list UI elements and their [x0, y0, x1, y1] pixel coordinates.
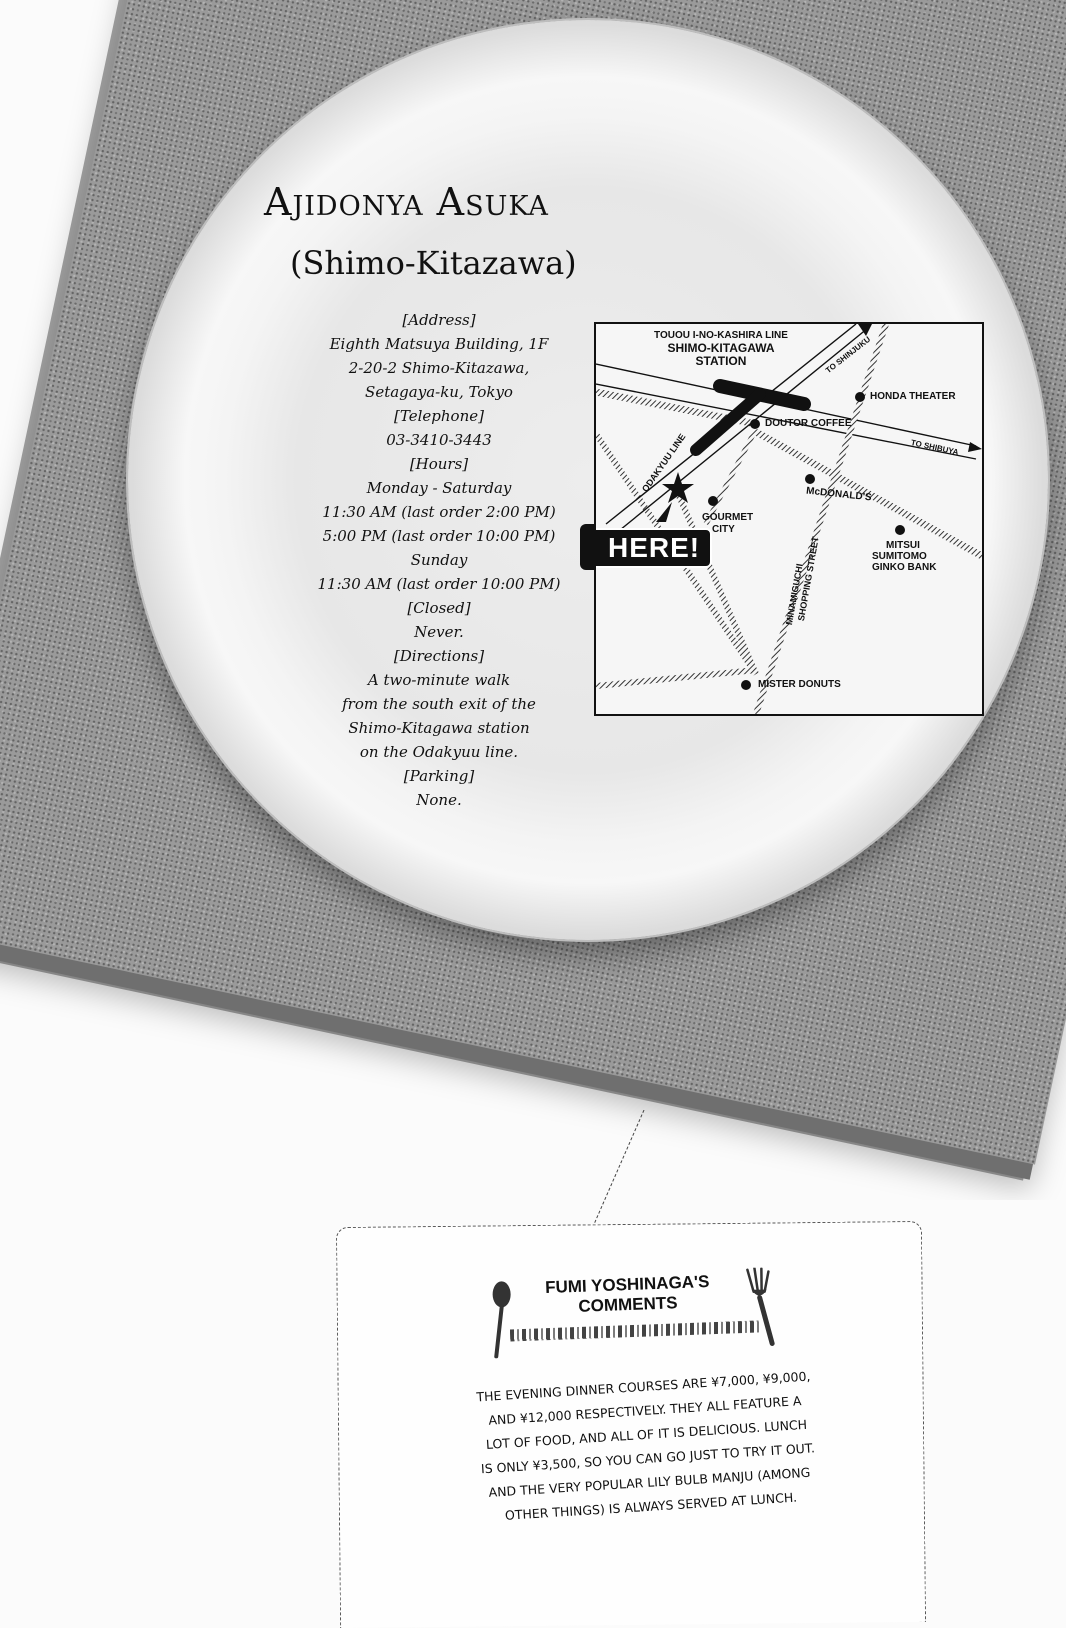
spoon-icon — [485, 1278, 516, 1358]
mitsui-label-1: MITSUI — [886, 540, 920, 551]
info-address-line: Setagaya-ku, Tokyo — [300, 380, 578, 404]
info-closed-heading: [Closed] — [300, 596, 578, 620]
info-hours-heading: [Hours] — [300, 452, 578, 476]
decorative-divider — [510, 1320, 760, 1341]
to-shibuya-arrow — [968, 442, 982, 452]
doutor-coffee-dot — [750, 419, 760, 429]
card-pointer — [560, 1110, 680, 1240]
info-parking: None. — [300, 788, 578, 812]
doutor-coffee-label: DOUTOR COFFEE — [765, 418, 851, 429]
map-station-title: TOUOU I-NO-KASHIRA LINE SHIMO-KITAGAWA S… — [636, 330, 806, 368]
mcdonalds-dot — [805, 474, 815, 484]
comments-title-line1: FUMI YOSHINAGA'S — [545, 1272, 710, 1297]
info-directions-line: Shimo-Kitagawa station — [300, 716, 578, 740]
gourmet-city-dot — [708, 496, 718, 506]
mitsui-dot — [895, 525, 905, 535]
honda-theater-label: HONDA THEATER — [870, 391, 956, 402]
comments-title: FUMI YOSHINAGA'S COMMENTS — [517, 1271, 738, 1319]
map-road — [706, 429, 756, 524]
map-road — [596, 670, 756, 686]
info-hours-line: 5:00 PM (last order 10:00 PM) — [300, 524, 578, 548]
info-hours-line: 11:30 AM (last order 2:00 PM) — [300, 500, 578, 524]
mitsui-label-2: SUMITOMO — [872, 551, 927, 562]
comments-title-line2: COMMENTS — [578, 1293, 678, 1316]
info-directions-line: on the Odakyuu line. — [300, 740, 578, 764]
location-map: TOUOU I-NO-KASHIRA LINE SHIMO-KITAGAWA S… — [594, 322, 984, 716]
map-road — [756, 324, 886, 714]
mister-donuts-dot — [741, 680, 751, 690]
info-address-line: Eighth Matsuya Building, 1F — [300, 332, 578, 356]
restaurant-name: Ajidonya Asuka — [264, 180, 549, 224]
info-parking-heading: [Parking] — [300, 764, 578, 788]
honda-theater-dot — [855, 392, 865, 402]
info-directions-line: from the south exit of the — [300, 692, 578, 716]
info-directions-heading: [Directions] — [300, 644, 578, 668]
restaurant-area: (Shimo-Kitazawa) — [290, 244, 577, 282]
info-hours-line: Monday - Saturday — [300, 476, 578, 500]
info-telephone: 03-3410-3443 — [300, 428, 578, 452]
gourmet-city-label-1: GOURMET — [702, 512, 753, 523]
comments-body: THE EVENING DINNER COURSES ARE ¥7,000, ¥… — [453, 1363, 841, 1531]
station-name-line2: STATION — [636, 355, 806, 368]
info-directions-line: A two-minute walk — [300, 668, 578, 692]
info-address-heading: [Address] — [300, 308, 578, 332]
info-address-line: 2-20-2 Shimo-Kitazawa, — [300, 356, 578, 380]
info-telephone-heading: [Telephone] — [300, 404, 578, 428]
info-hours-line: 11:30 AM (last order 10:00 PM) — [300, 572, 578, 596]
gourmet-city-label-2: CITY — [712, 524, 735, 535]
comments-card: FUMI YOSHINAGA'S COMMENTS THE EVENING DI… — [336, 1221, 926, 1628]
info-hours-line: Sunday — [300, 548, 578, 572]
fork-icon — [741, 1267, 782, 1347]
here-pointer — [656, 502, 672, 522]
map-roads — [596, 324, 982, 714]
here-badge: HERE! — [594, 528, 712, 568]
mitsui-label-3: GINKO BANK — [872, 562, 936, 573]
info-closed: Never. — [300, 620, 578, 644]
mister-donuts-label: MISTER DONUTS — [758, 679, 841, 690]
restaurant-info: [Address] Eighth Matsuya Building, 1F 2-… — [300, 308, 578, 812]
